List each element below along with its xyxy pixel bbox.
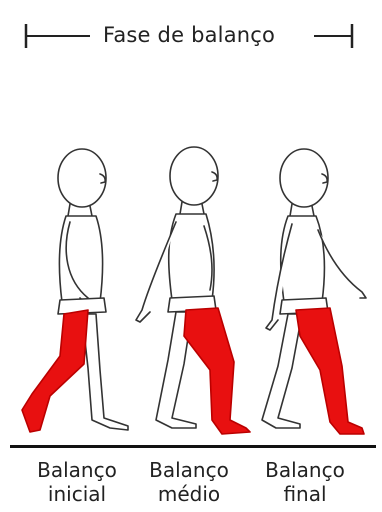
torso: [59, 216, 102, 302]
figure-initial-swing: [22, 149, 128, 432]
caption-line-2: final: [250, 482, 360, 506]
ground-line: [10, 445, 376, 448]
head: [170, 147, 218, 205]
gait-figures-illustration: [0, 130, 382, 450]
phase-header: Fase de balanço: [0, 14, 382, 54]
head: [280, 149, 328, 207]
caption-line-2: médio: [134, 482, 244, 506]
caption-terminal-swing: Balanço final: [250, 458, 360, 506]
figure-mid-swing: [136, 147, 250, 434]
swing-leg-highlight: [184, 308, 250, 434]
figure-terminal-swing: [262, 149, 366, 434]
swing-leg-highlight: [296, 308, 364, 434]
stance-leg: [82, 314, 128, 430]
torso: [169, 214, 214, 300]
head: [58, 149, 106, 207]
stance-leg: [262, 314, 302, 428]
caption-line-1: Balanço: [134, 458, 244, 482]
caption-line-2: inicial: [22, 482, 132, 506]
caption-line-1: Balanço: [250, 458, 360, 482]
caption-mid-swing: Balanço médio: [134, 458, 244, 506]
torso: [281, 216, 325, 302]
caption-initial-swing: Balanço inicial: [22, 458, 132, 506]
caption-line-1: Balanço: [22, 458, 132, 482]
phase-title: Fase de balanço: [103, 23, 275, 47]
swing-leg-highlight: [22, 310, 88, 432]
